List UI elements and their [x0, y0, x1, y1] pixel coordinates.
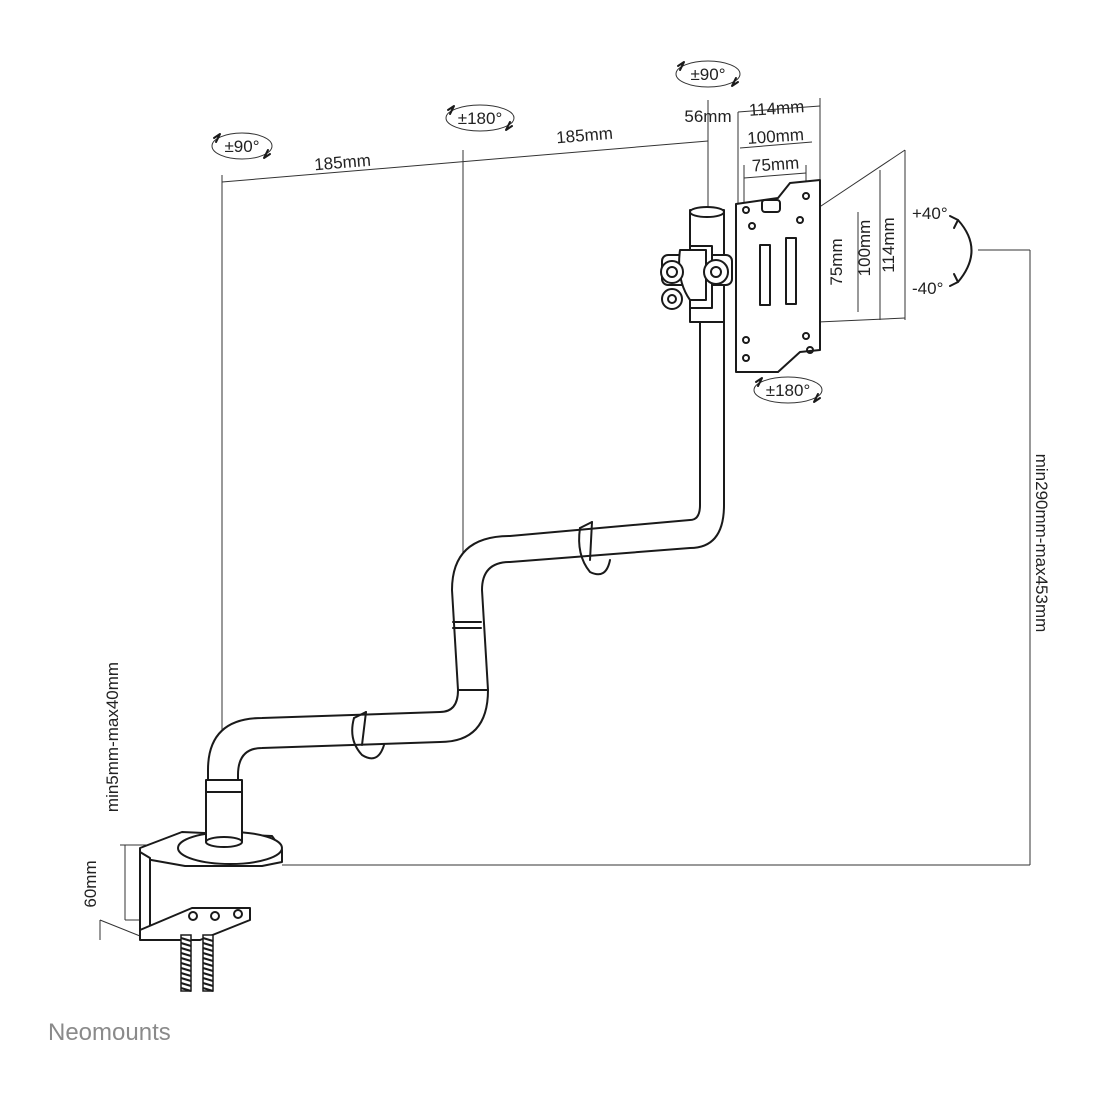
desk-clamp: [139, 831, 283, 941]
clamp-depth-label: 60mm: [81, 860, 100, 907]
screw-thread: [202, 947, 214, 952]
cable-clip-upper: [578, 521, 611, 576]
screw-thread: [202, 942, 214, 947]
screw-thread: [202, 937, 214, 942]
screw-thread: [202, 982, 214, 987]
clamp-screws: [180, 934, 214, 992]
vesa-width-75-label: 75mm: [751, 153, 799, 175]
tilt-up-label: +40°: [912, 204, 948, 223]
base-swivel-label: ±90°: [224, 137, 259, 156]
screw-thread: [180, 937, 192, 942]
screw-thread: [202, 972, 214, 977]
arm-tubes: [207, 206, 725, 781]
arm2-length-label: 185mm: [556, 124, 614, 148]
screw-thread: [180, 957, 192, 962]
vesa-plate: [735, 179, 821, 373]
desk-thickness-label: min5mm-max40mm: [103, 662, 122, 812]
screw-thread: [202, 962, 214, 967]
vesa-height-75-label: 75mm: [827, 238, 846, 285]
cable-clip-lower: [351, 711, 385, 760]
rotation-indicator-head: ±90°: [675, 60, 741, 88]
rotation-indicator-base: ±90°: [211, 132, 273, 160]
mid-swivel-label: ±180°: [458, 109, 503, 128]
rotation-indicator-plate: ±180°: [753, 376, 823, 404]
screw-thread: [202, 952, 214, 957]
screw-thread: [202, 977, 214, 982]
head-swivel-label: ±90°: [690, 65, 725, 84]
vesa-height-114-label: 114mm: [879, 217, 898, 272]
plate-rotate-label: ±180°: [766, 381, 811, 400]
vesa-width-100-label: 100mm: [747, 125, 805, 148]
screw-thread: [180, 962, 192, 967]
base-pole: [205, 779, 243, 848]
screw-thread: [202, 967, 214, 972]
rotation-indicator-mid: ±180°: [445, 104, 515, 132]
screw-thread: [180, 972, 192, 977]
tilt-arc: [949, 215, 973, 287]
screw-thread: [202, 987, 214, 992]
tilt-down-label: -40°: [912, 279, 943, 298]
screw-thread: [202, 957, 214, 962]
screw-thread: [180, 942, 192, 947]
vesa-width-114-label: 114mm: [748, 97, 805, 120]
screw-thread: [180, 977, 192, 982]
arm1-length-label: 185mm: [314, 151, 372, 175]
screw-thread: [180, 967, 192, 972]
screw-thread: [180, 982, 192, 987]
tilt-head: [660, 245, 733, 310]
screw-thread: [180, 987, 192, 992]
vesa-height-100-label: 100mm: [855, 220, 874, 277]
brand-logo-text: Neomounts: [48, 1019, 171, 1046]
screw-thread: [180, 952, 192, 957]
screw-thread: [180, 947, 192, 952]
head-offset-label: 56mm: [684, 107, 731, 126]
height-range-label: min290mm-max453mm: [1032, 454, 1051, 633]
